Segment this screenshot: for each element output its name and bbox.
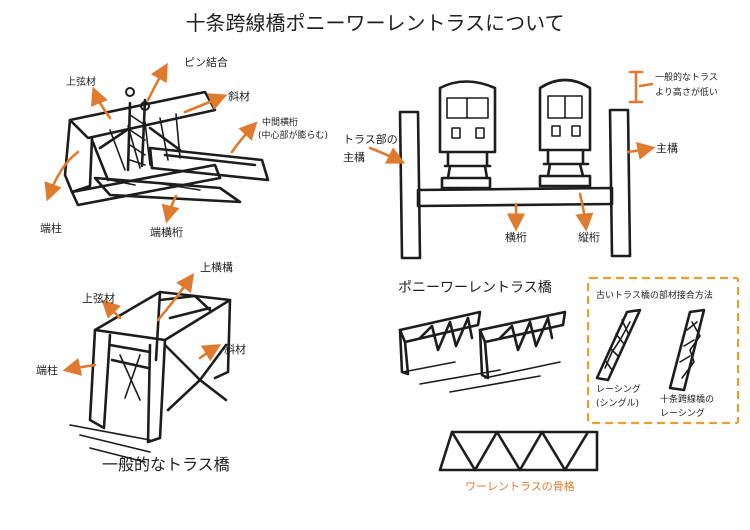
label-end-post-2: 端柱 bbox=[36, 363, 58, 377]
label-lower-note-1: 一般的なトラス bbox=[655, 71, 718, 83]
general-truss-sketch bbox=[69, 290, 232, 463]
label-diagonal-1: 斜材 bbox=[228, 89, 250, 103]
pony-truss-sketch bbox=[63, 87, 270, 207]
general-truss-arrows bbox=[62, 273, 222, 376]
label-lacing-jujo-2: レーシング bbox=[660, 407, 705, 419]
label-stringer: 縦桁 bbox=[578, 230, 600, 244]
pony-warren-sketch bbox=[398, 310, 567, 393]
label-truss-main-1: トラス部の bbox=[343, 132, 398, 146]
warren-skeleton bbox=[438, 430, 599, 472]
pony-warren-heading: ポニーワーレントラス橋 bbox=[398, 280, 552, 296]
label-main-girder: 主構 bbox=[656, 142, 678, 155]
label-lacing-jujo-1: 十条跨線橋の bbox=[660, 393, 714, 405]
label-lacing-single-2: (シングル) bbox=[596, 397, 639, 409]
label-middle-cross-beam-note: (中心部が膨らむ) bbox=[258, 129, 328, 141]
label-cross-beam: 横桁 bbox=[505, 230, 527, 244]
joint-box-title: 古いトラス橋の部材接合方法 bbox=[596, 289, 713, 301]
label-end-post-1: 端柱 bbox=[40, 221, 62, 235]
label-upper-chord-2: 上弦材 bbox=[82, 291, 115, 305]
page-title: 十条跨線橋ポニーワーレントラスについて bbox=[186, 11, 565, 35]
label-end-cross-beam: 端横桁 bbox=[150, 225, 183, 239]
warren-skeleton-caption: ワーレントラスの骨格 bbox=[465, 479, 575, 493]
label-lower-note-2: より高さが低い bbox=[655, 86, 718, 98]
label-truss-main-2: 主構 bbox=[343, 151, 365, 164]
general-truss-caption: 一般的なトラス橋 bbox=[102, 455, 230, 474]
cross-section-arrows bbox=[368, 70, 656, 232]
label-pin-joint: ピン結合 bbox=[184, 55, 228, 69]
cross-section-sketch bbox=[398, 78, 632, 260]
pony-truss-arrows bbox=[44, 62, 258, 224]
label-middle-cross-beam: 中間横桁 bbox=[262, 116, 298, 128]
label-diagonal-2: 斜材 bbox=[224, 342, 246, 356]
label-lacing-single-1: レーシング bbox=[596, 383, 641, 395]
label-upper-chord-1: 上弦材 bbox=[66, 75, 96, 88]
label-upper-lateral: 上横構 bbox=[200, 260, 233, 274]
joint-method-box: 古いトラス橋の部材接合方法 bbox=[586, 276, 740, 425]
